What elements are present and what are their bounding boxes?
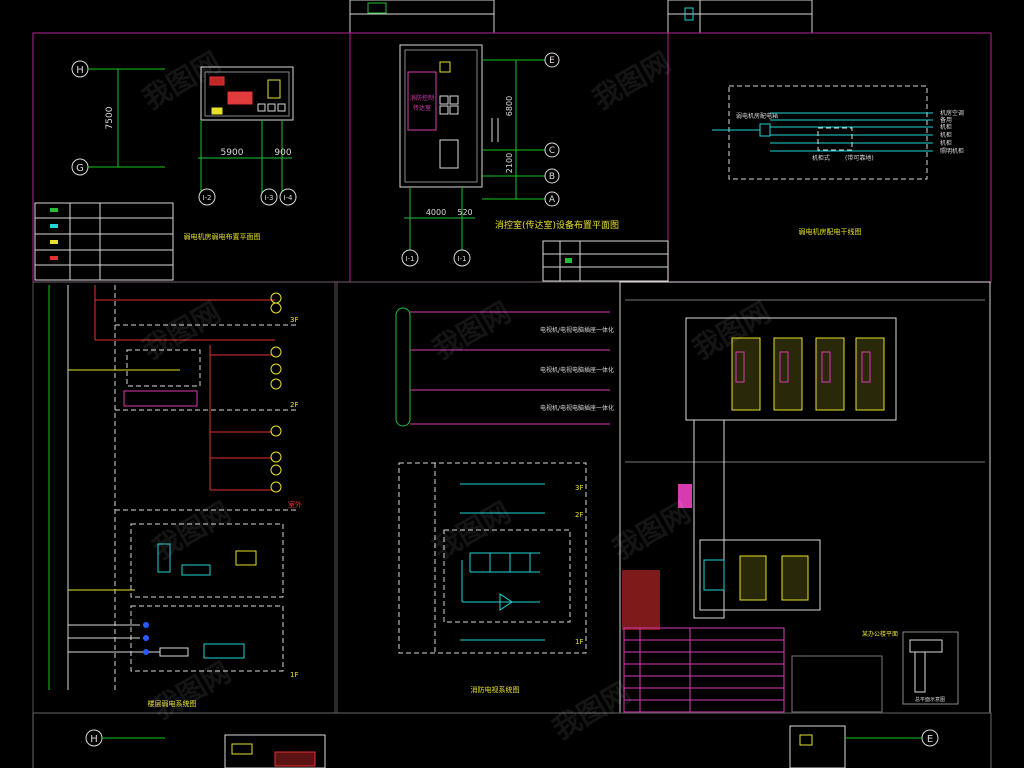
dim-d1: 6800	[505, 96, 514, 116]
distribution-box-label: 弱电机房配电箱	[736, 112, 778, 120]
e-row-0: 电视机/电视电脑插座一体化	[540, 326, 614, 334]
panel-a-machine-room-plan: H G 7500 5900 900 I-2 I-3 I-4 弱电机房弱电布置平面…	[34, 60, 297, 281]
sub-label-1: 机柜式	[812, 154, 830, 162]
watermark-9: 我图网	[147, 655, 236, 726]
dim-horiz-2: 900	[274, 148, 291, 158]
axis-label-i3: I-3	[264, 194, 273, 202]
dim-d2: 2100	[505, 153, 514, 173]
axis-label-i4: I-4	[283, 194, 293, 202]
dim-d4: 520	[457, 208, 472, 217]
panel-e-tv-system: 电视机/电视电脑插座一体化 电视机/电视电脑插座一体化 电视机/电视电脑插座一体…	[395, 307, 614, 694]
e-row-1: 电视机/电视电脑插座一体化	[540, 366, 614, 374]
watermark-7: 我图网	[427, 495, 516, 566]
d-floor-1: 1F	[290, 671, 298, 679]
key-plan-label: 总平面示意图	[915, 696, 945, 703]
panel-c-title: 弱电机房配电干线图	[799, 227, 862, 236]
panel-c-distribution-diagram: 弱电机房配电箱 机柜式 (带可靠地) 机房空调 备用 机柜 机柜 机柜 照明机柜…	[712, 85, 964, 236]
panel-e-title: 消防电视系统图	[471, 685, 520, 694]
d-floor-3: 3F	[290, 316, 298, 324]
axis-label-i2: I-2	[202, 194, 211, 202]
header-strip	[349, 0, 813, 34]
bottom-axis-h: H	[90, 734, 98, 745]
bottom-row: H E	[32, 712, 992, 768]
out-label-0: 机房空调	[940, 109, 964, 117]
out-label-2: 机柜	[940, 123, 952, 131]
panel-d-riser-diagram: 3F 2F 室外 1F 楼层弱电系统图	[48, 285, 302, 708]
panel-a-legend-table	[34, 202, 174, 281]
out-label-4: 机柜	[940, 139, 952, 147]
axis-label-h2: I-1	[457, 255, 466, 263]
axis-label-h: H	[76, 65, 84, 76]
watermark-6: 我图网	[147, 495, 236, 566]
e-floor-2: 2F	[575, 511, 583, 519]
out-label-3: 机柜	[940, 131, 952, 139]
dim-d3: 4000	[426, 208, 446, 217]
axis-label-h1: I-1	[405, 255, 414, 263]
watermark-1: 我图网	[137, 45, 226, 116]
room-label-2: 传达室	[413, 104, 431, 112]
watermark-2: 我图网	[587, 45, 676, 116]
axis-label-g: G	[76, 163, 84, 174]
axis-label-e: E	[549, 56, 555, 66]
dim-vertical: 7500	[105, 106, 115, 129]
d-floor-2: 2F	[290, 401, 298, 409]
e-floor-1: 1F	[575, 638, 583, 646]
out-label-1: 备用	[940, 116, 952, 124]
panel-f-building-plan: 某办公楼平面 总平面示意图	[622, 299, 985, 713]
dim-horiz-1: 5900	[221, 148, 244, 158]
axis-label-c: C	[549, 146, 555, 156]
panel-a-title: 弱电机房弱电布置平面图	[184, 232, 261, 241]
axis-label-b: B	[549, 172, 555, 182]
panel-b-control-room-plan: 消防控制 传达室 6800 2100 E C B A 4000 520 I-1 …	[399, 44, 669, 282]
axis-label-a: A	[549, 195, 556, 205]
e-row-2: 电视机/电视电脑插座一体化	[540, 404, 614, 412]
panel-f-title: 某办公楼平面	[862, 630, 898, 638]
watermark-4: 我图网	[427, 295, 516, 366]
watermark-10: 我图网	[547, 675, 636, 746]
bottom-axis-e: E	[927, 734, 933, 745]
d-note: 室外	[288, 500, 302, 509]
e-floor-3: 3F	[575, 484, 583, 492]
panel-b-title: 消控室(传达室)设备布置平面图	[495, 219, 619, 231]
room-label-1: 消防控制	[410, 94, 434, 102]
panel-d-title: 楼层弱电系统图	[148, 699, 197, 708]
out-label-5: 照明机柜	[940, 147, 964, 155]
sub-label-2: (带可靠地)	[845, 154, 874, 162]
